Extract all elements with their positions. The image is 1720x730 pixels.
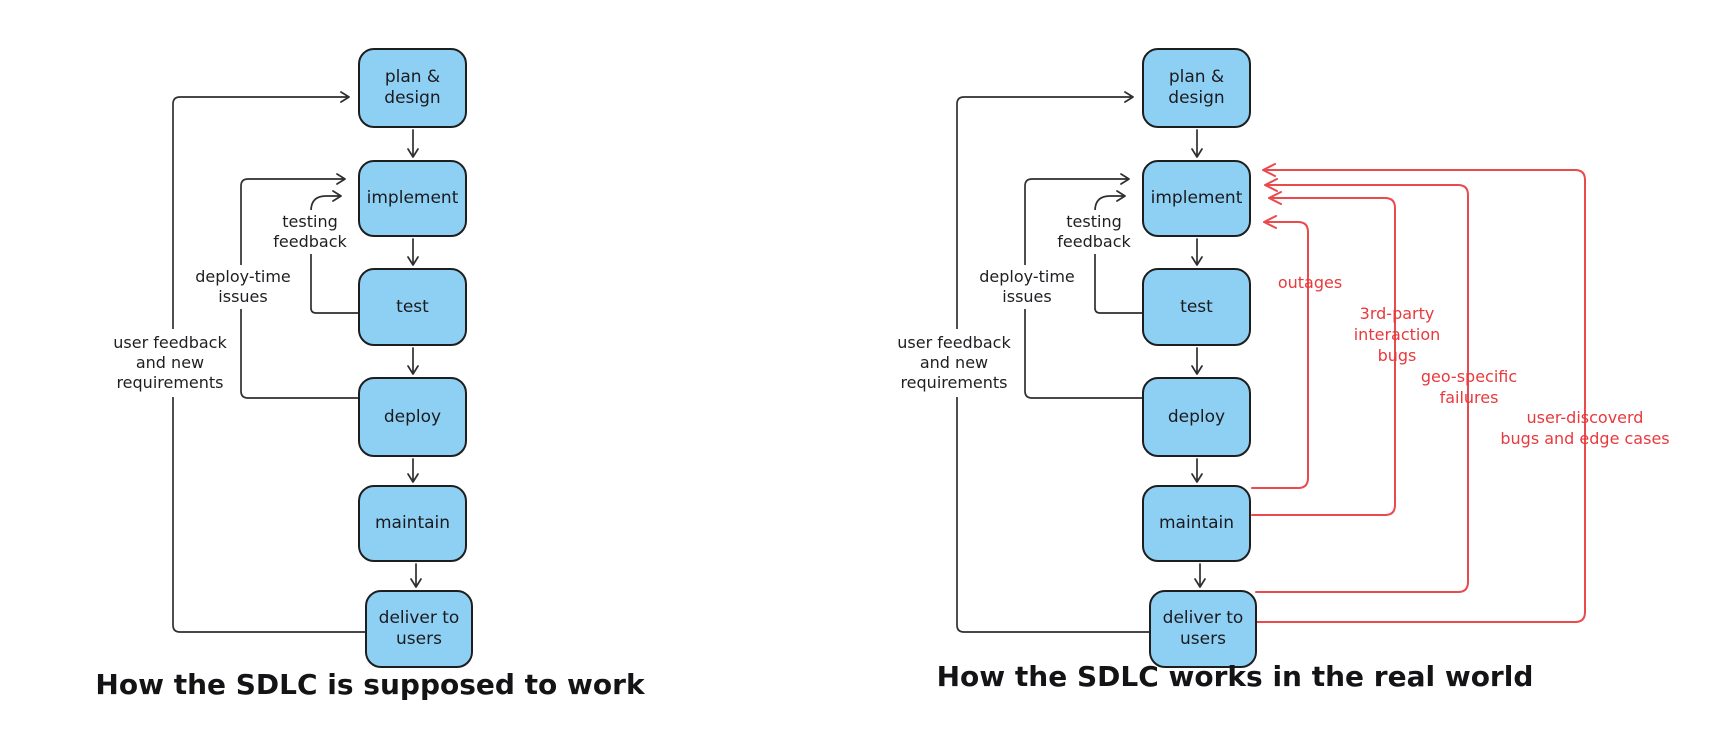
arrow-test-to-deploy [1191, 347, 1203, 375]
arrow-plan-to-implement [1191, 129, 1203, 158]
node-plan-design: plan & design [358, 48, 467, 128]
node-deliver-to-users: deliver to users [1149, 590, 1257, 668]
label-deploy-time-issues: deploy-time issues [971, 265, 1083, 309]
left-flow-arrows [407, 129, 422, 588]
right-flow-arrows [1191, 129, 1206, 588]
node-test: test [1142, 268, 1251, 346]
node-maintain: maintain [358, 485, 467, 562]
arrow-outages [1251, 215, 1309, 489]
arrow-implement-to-test [407, 238, 419, 266]
arrow-user-discovered-bugs [1256, 163, 1586, 623]
node-plan-design: plan & design [1142, 48, 1251, 128]
arrow-maintain-to-deliver [1194, 563, 1206, 588]
node-deliver-to-users: deliver to users [365, 590, 473, 668]
right-failure-arrows [1251, 163, 1586, 623]
node-deploy: deploy [358, 377, 467, 457]
label-testing-feedback: testing feedback [265, 210, 355, 254]
arrow-implement-to-test [1191, 238, 1203, 266]
arrow-testing-feedback [310, 190, 359, 314]
node-test: test [358, 268, 467, 346]
node-implement: implement [1142, 160, 1251, 237]
node-deploy: deploy [1142, 377, 1251, 457]
arrow-plan-to-implement [407, 129, 419, 158]
label-outages: outages [1277, 272, 1343, 292]
arrow-test-to-deploy [407, 347, 419, 375]
label-deploy-time-issues: deploy-time issues [187, 265, 299, 309]
label-geo-specific-failures: geo-specific failures [1420, 367, 1518, 407]
label-third-party-bugs: 3rd-party interaction bugs [1353, 303, 1441, 365]
caption-right: How the SDLC works in the real world [936, 660, 1534, 693]
label-testing-feedback: testing feedback [1049, 210, 1139, 254]
label-user-feedback: user feedback and new requirements [890, 329, 1018, 397]
arrow-maintain-to-deliver [410, 563, 422, 588]
arrow-testing-feedback [1094, 190, 1143, 314]
label-user-feedback: user feedback and new requirements [106, 329, 234, 397]
node-implement: implement [358, 160, 467, 237]
arrow-geo-specific-failures [1255, 178, 1469, 593]
node-maintain: maintain [1142, 485, 1251, 562]
arrow-deploy-to-maintain [407, 458, 419, 483]
label-user-discovered-bugs: user-discoverd bugs and edge cases [1500, 408, 1670, 448]
caption-left: How the SDLC is supposed to work [95, 668, 645, 701]
arrow-deploy-to-maintain [1191, 458, 1203, 483]
arrow-third-party-bugs [1251, 191, 1396, 516]
